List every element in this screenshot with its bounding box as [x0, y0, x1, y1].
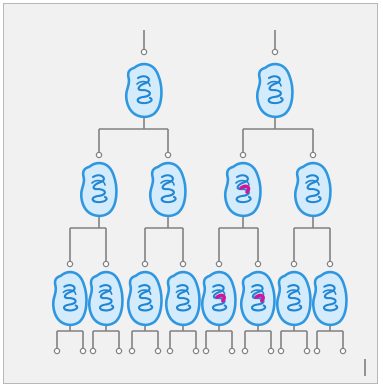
cell-g3-5 [200, 270, 237, 327]
chromosome-loop [175, 289, 190, 296]
line-end-circle [128, 347, 136, 355]
line-end-circle [141, 260, 149, 268]
cell-g1-2 [255, 62, 294, 119]
line-end-circle [271, 48, 279, 56]
chromosome-loop [250, 289, 265, 296]
line-end-circle [154, 347, 162, 355]
cell-g3-7 [275, 270, 312, 327]
division-bracket-g1-2 [239, 118, 317, 159]
chromosome-loop [136, 80, 151, 87]
cell-g3-4 [164, 270, 201, 327]
mutation-icon [254, 293, 265, 303]
cell-g3-2 [87, 270, 124, 327]
division-bracket-g4-1 [53, 326, 87, 355]
cell-g2-1 [79, 161, 118, 218]
line-end-circle [179, 260, 187, 268]
line-end-circle [115, 347, 123, 355]
chromosome-loop [286, 289, 301, 296]
chromosome-loop [322, 289, 337, 296]
division-bracket-g4-8 [313, 326, 347, 355]
cell-g1-1 [124, 62, 163, 119]
line-end-circle [313, 347, 321, 355]
chromosome-loop [267, 80, 282, 87]
line-end-circle [192, 347, 200, 355]
line-end-circle [303, 347, 311, 355]
line-end-circle [166, 347, 174, 355]
line-end-circle [89, 347, 97, 355]
mutation-icon [239, 184, 251, 194]
chromosome-loop [62, 289, 77, 296]
line-end-circle [290, 260, 298, 268]
line-end-circle [66, 260, 74, 268]
line-end-circle [277, 347, 285, 355]
division-bracket-g4-6 [241, 326, 275, 355]
line-end-circle [254, 260, 262, 268]
lineage-lines [53, 30, 347, 355]
division-bracket-g1-1 [95, 118, 172, 159]
cell-g3-8 [311, 270, 348, 327]
diagram-panel [3, 3, 378, 384]
division-bracket-g2-3 [215, 217, 262, 268]
line-end-circle [102, 260, 110, 268]
division-bracket-g4-3 [128, 326, 162, 355]
line-end-circle [95, 151, 103, 159]
cell-g3-1 [51, 270, 88, 327]
line-end-circle [164, 151, 172, 159]
line-end-circle [53, 347, 61, 355]
line-end-circle [239, 151, 247, 159]
line-end-circle [241, 347, 249, 355]
division-bracket-g2-4 [290, 217, 334, 268]
chromosome-loop [160, 179, 175, 186]
chromosome-loop [91, 179, 106, 186]
line-end-circle [267, 347, 275, 355]
cell-g2-3 [223, 161, 262, 218]
line-end-circle [339, 347, 347, 355]
chromosome-loop [137, 289, 152, 296]
chromosome-loop [98, 289, 113, 296]
cells [51, 62, 348, 327]
chromosome-loop [305, 179, 320, 186]
mutation-icon [215, 293, 226, 303]
chromosome-loop [235, 179, 250, 186]
division-bracket-g4-4 [166, 326, 200, 355]
cell-lineage-diagram [51, 30, 366, 376]
line-end-circle [140, 48, 148, 56]
cell-g3-6 [239, 270, 276, 327]
cell-g3-3 [126, 270, 163, 327]
line-end-circle [228, 347, 236, 355]
division-bracket-g2-2 [141, 217, 187, 268]
line-end-circle [309, 151, 317, 159]
cell-g2-4 [293, 161, 332, 218]
line-end-circle [326, 260, 334, 268]
line-end-circle [79, 347, 87, 355]
line-end-circle [202, 347, 210, 355]
division-bracket-g2-1 [66, 217, 110, 268]
division-bracket-g4-5 [202, 326, 236, 355]
division-bracket-g4-2 [89, 326, 123, 355]
line-end-circle [215, 260, 223, 268]
cell-g2-2 [148, 161, 187, 218]
chromosome-loop [211, 289, 226, 296]
division-bracket-g4-7 [277, 326, 311, 355]
